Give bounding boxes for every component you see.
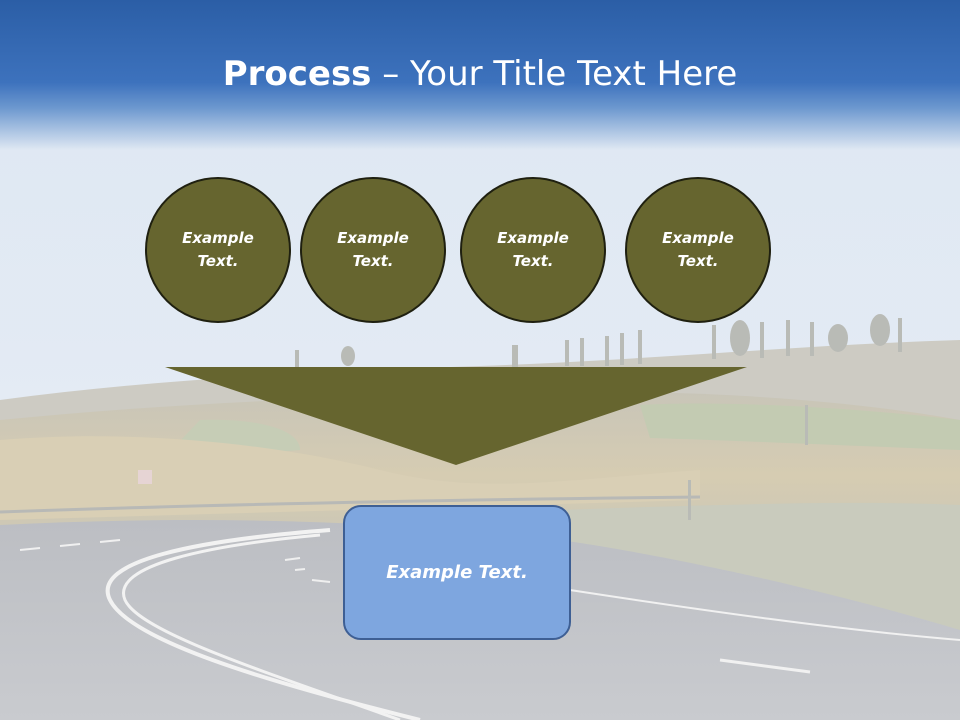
process-step-circle-1: Example Text. [145, 177, 291, 323]
title-rest-part: – Your Title Text Here [371, 54, 738, 94]
process-step-circle-4: Example Text. [625, 177, 771, 323]
title-bold-part: Process [222, 54, 372, 94]
circle-2-label: Example Text. [337, 229, 409, 270]
result-box-label: Example Text. [386, 562, 528, 583]
funnel-triangle [165, 367, 747, 465]
circle-1-label: Example Text. [182, 229, 254, 270]
result-box: Example Text. [343, 505, 571, 640]
circle-3-label: Example Text. [497, 229, 569, 270]
process-step-circle-3: Example Text. [460, 177, 606, 323]
slide-title: Process – Your Title Text Here [0, 52, 960, 96]
process-step-circle-2: Example Text. [300, 177, 446, 323]
circle-4-label: Example Text. [662, 229, 734, 270]
title-bar [0, 0, 960, 150]
